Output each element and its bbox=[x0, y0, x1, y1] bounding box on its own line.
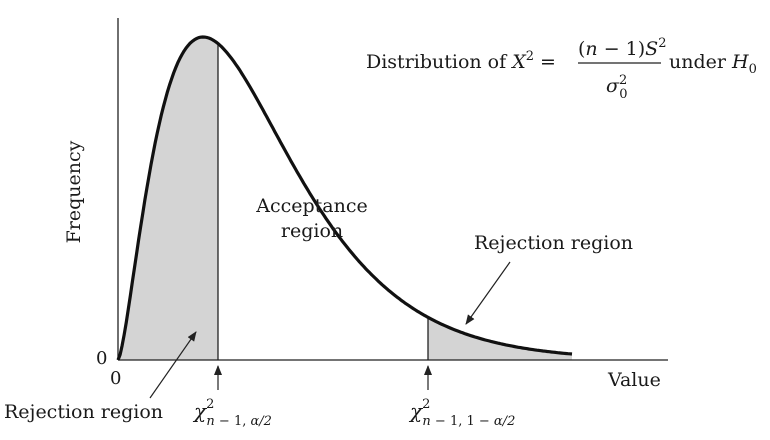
acceptance-region-label-line1: Acceptance bbox=[255, 195, 368, 217]
right-rejection-label: Rejection region bbox=[474, 232, 633, 254]
right-rejection-arrow bbox=[465, 261, 511, 325]
left-rejection-arrow bbox=[149, 331, 197, 399]
x-axis-label: Value bbox=[607, 369, 661, 391]
left-rejection-label: Rejection region bbox=[4, 401, 163, 423]
x-origin-label: 0 bbox=[110, 368, 121, 389]
right-rejection-area bbox=[428, 317, 572, 360]
formula-numerator: (n − 1)S2 bbox=[578, 36, 666, 60]
acceptance-region-label-line2: region bbox=[281, 220, 343, 242]
formula-lhs: Distribution of X2 = bbox=[366, 49, 556, 73]
formula-rhs: under H0 bbox=[669, 51, 757, 77]
y-axis-label: Frequency bbox=[63, 140, 85, 243]
y-origin-label: 0 bbox=[96, 348, 107, 369]
density-curve bbox=[116, 35, 573, 361]
left-rejection-area bbox=[118, 37, 218, 360]
